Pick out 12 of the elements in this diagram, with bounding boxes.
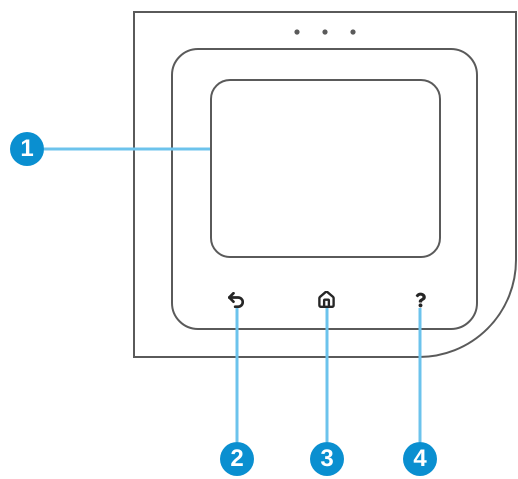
leader-line bbox=[326, 308, 328, 442]
help-icon bbox=[415, 292, 426, 308]
display-screen bbox=[210, 79, 441, 258]
callout-number: 4 bbox=[403, 442, 437, 476]
callout-number: 1 bbox=[10, 132, 44, 166]
leader-line bbox=[418, 308, 422, 442]
back-arrow-icon bbox=[228, 292, 244, 308]
home-icon bbox=[318, 291, 335, 308]
leader-line bbox=[44, 148, 210, 150]
callout-number: 3 bbox=[310, 442, 344, 476]
callout-number: 2 bbox=[220, 442, 254, 476]
leader-line bbox=[236, 308, 238, 442]
